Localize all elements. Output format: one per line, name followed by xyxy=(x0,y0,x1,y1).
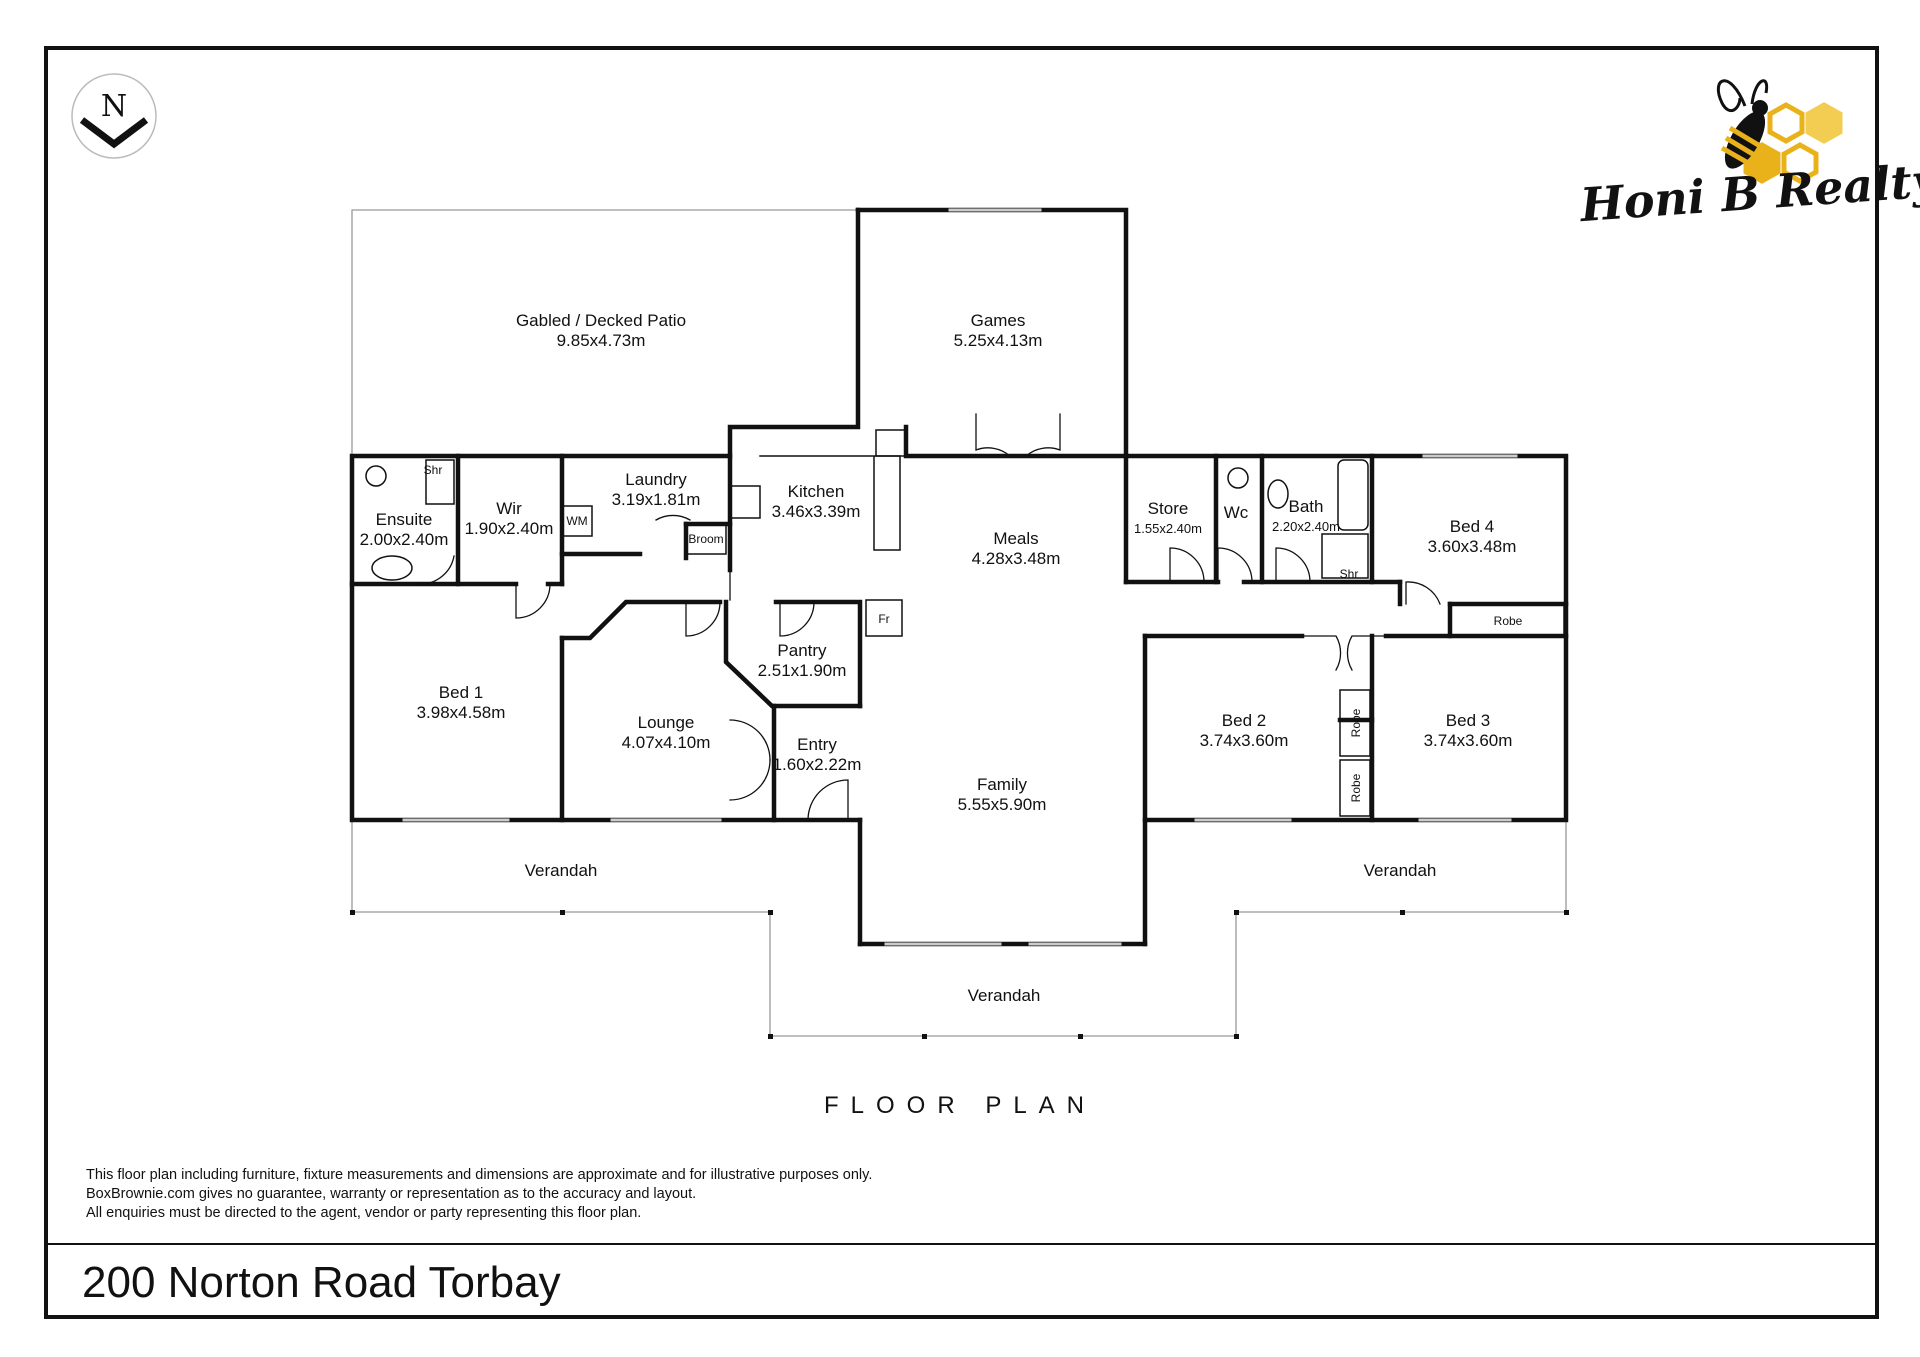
room-size-bath: 2.20x2.40m xyxy=(1272,519,1340,534)
room-name-family: Family xyxy=(977,775,1028,794)
stove-icon xyxy=(729,485,761,519)
fixture-label-broom: Broom xyxy=(688,532,723,546)
room-labels: Gabled / Decked Patio 9.85x4.73m Games 5… xyxy=(360,311,1517,1005)
fixture-label-robe-bed3b: Robe xyxy=(1349,773,1363,802)
room-name-bed3: Bed 3 xyxy=(1446,711,1490,730)
room-size-store: 1.55x2.40m xyxy=(1134,521,1202,536)
room-size-laundry: 3.19x1.81m xyxy=(612,490,701,509)
basin-icon xyxy=(371,555,413,581)
disclaimer-line: BoxBrownie.com gives no guarantee, warra… xyxy=(86,1186,697,1202)
room-size-bed4: 3.60x3.48m xyxy=(1428,537,1517,556)
fridge-icon xyxy=(865,599,903,637)
room-name-wc: Wc xyxy=(1224,503,1249,522)
robe-bed4 xyxy=(1449,603,1565,637)
room-size-ensuite: 2.00x2.40m xyxy=(360,530,449,549)
verandah-posts xyxy=(350,910,1569,1039)
washing-machine-icon xyxy=(561,505,593,537)
room-name-games: Games xyxy=(971,311,1026,330)
room-name-bed2: Bed 2 xyxy=(1222,711,1266,730)
room-name-verandah-right: Verandah xyxy=(1364,861,1437,880)
room-name-entry: Entry xyxy=(797,735,837,754)
fixture-label-shr-bath: Shr xyxy=(1340,567,1359,581)
room-name-laundry: Laundry xyxy=(625,470,687,489)
room-size-bed3: 3.74x3.60m xyxy=(1424,731,1513,750)
shower-icon-bath xyxy=(1321,533,1369,579)
bathtub-icon xyxy=(1337,459,1369,531)
windows xyxy=(402,208,1518,946)
north-arrow-icon: N xyxy=(71,73,157,159)
broom-cupboard xyxy=(685,523,727,555)
room-name-lounge: Lounge xyxy=(638,713,695,732)
room-name-verandah-front: Verandah xyxy=(968,986,1041,1005)
toilet-icon xyxy=(365,465,387,487)
doors xyxy=(419,413,1441,821)
room-name-bed1: Bed 1 xyxy=(439,683,483,702)
robe-bed3-a xyxy=(1339,689,1371,757)
page-border xyxy=(44,46,1879,1319)
room-name-ensuite: Ensuite xyxy=(376,510,433,529)
room-name-wir: Wir xyxy=(496,499,522,518)
sink-icon xyxy=(875,429,907,457)
fixture-label-wm: WM xyxy=(566,514,587,528)
disclaimer-line: This floor plan including furniture, fix… xyxy=(86,1167,873,1183)
room-name-pantry: Pantry xyxy=(777,641,827,660)
room-size-bed2: 3.74x3.60m xyxy=(1200,731,1289,750)
patio-outline xyxy=(351,209,1567,1037)
fixture-label-fr: Fr xyxy=(878,612,889,626)
fixture-label-shr-ensuite: Shr xyxy=(424,463,443,477)
room-size-bed1: 3.98x4.58m xyxy=(417,703,506,722)
room-name-kitchen: Kitchen xyxy=(788,482,845,501)
room-size-wir: 1.90x2.40m xyxy=(465,519,554,538)
room-size-pantry: 2.51x1.90m xyxy=(758,661,847,680)
room-size-kitchen: 3.46x3.39m xyxy=(772,502,861,521)
fixtures xyxy=(365,429,1565,817)
room-size-lounge: 4.07x4.10m xyxy=(622,733,711,752)
room-name-bath: Bath xyxy=(1289,497,1324,516)
room-size-patio: 9.85x4.73m xyxy=(557,331,646,350)
north-letter: N xyxy=(101,89,127,124)
bee-honeycomb-logo-icon xyxy=(1716,79,1843,184)
shower-icon xyxy=(425,459,455,505)
basin-icon-bath xyxy=(1267,479,1289,509)
room-name-verandah-left: Verandah xyxy=(525,861,598,880)
room-size-games: 5.25x4.13m xyxy=(954,331,1043,350)
room-name-meals: Meals xyxy=(993,529,1038,548)
fixture-label-robe-bed3a: Robe xyxy=(1349,708,1363,737)
kitchen-bench xyxy=(759,455,901,551)
fixture-labels: Shr Shr WM Broom Fr Robe Robe Robe xyxy=(424,463,1523,802)
property-address: 200 Norton Road Torbay xyxy=(82,1258,561,1307)
fixture-label-robe-bed4: Robe xyxy=(1494,614,1523,628)
plan-title: FLOOR PLAN xyxy=(823,1092,1097,1119)
room-size-meals: 4.28x3.48m xyxy=(972,549,1061,568)
room-size-family: 5.55x5.90m xyxy=(958,795,1047,814)
robe-bed3-b xyxy=(1339,759,1371,817)
room-name-bed4: Bed 4 xyxy=(1450,517,1494,536)
bee-icon xyxy=(1716,79,1769,169)
room-size-entry: 1.60x2.22m xyxy=(773,755,862,774)
toilet-icon-wc xyxy=(1227,467,1249,489)
disclaimer: This floor plan including furniture, fix… xyxy=(86,1166,872,1223)
room-name-patio: Gabled / Decked Patio xyxy=(516,311,686,330)
disclaimer-line: All enquiries must be directed to the ag… xyxy=(86,1205,642,1221)
room-name-store: Store xyxy=(1148,499,1189,518)
address-bar xyxy=(44,1243,1879,1319)
